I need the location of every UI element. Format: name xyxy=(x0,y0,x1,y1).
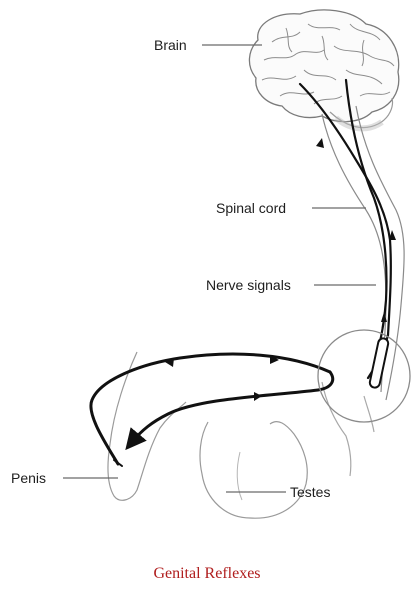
label-brain: Brain xyxy=(154,37,187,53)
label-penis: Penis xyxy=(11,470,46,486)
spinal-cord-outline xyxy=(322,106,404,400)
testes-illustration xyxy=(200,422,307,519)
signal-direction-arrows xyxy=(165,138,396,401)
label-nerve-signals: Nerve signals xyxy=(206,277,291,293)
spinal-segment xyxy=(369,338,389,389)
diagram-caption: Genital Reflexes xyxy=(0,565,414,583)
body-outline xyxy=(322,382,374,476)
label-testes: Testes xyxy=(290,484,330,500)
label-spinal-cord: Spinal cord xyxy=(216,200,286,216)
